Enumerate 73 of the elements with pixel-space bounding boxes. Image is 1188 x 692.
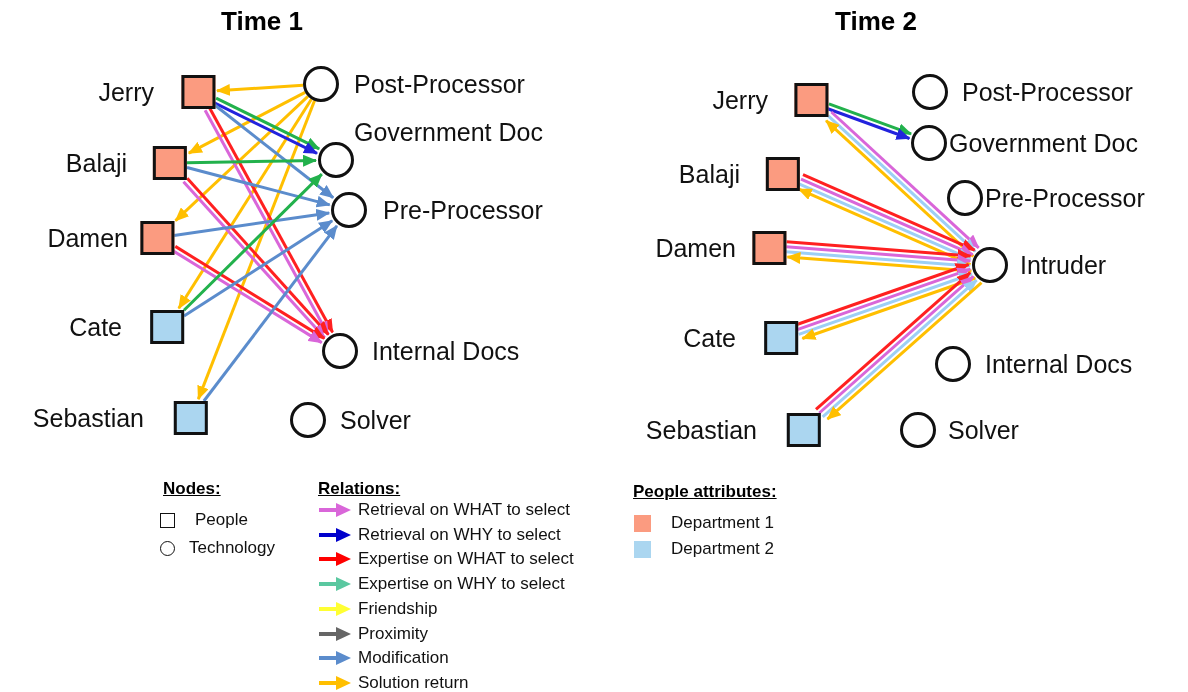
person-square <box>140 221 174 255</box>
person-name: Damen <box>47 223 128 253</box>
arrow <box>202 225 339 402</box>
arrow <box>786 245 972 266</box>
technology-circle <box>331 192 367 228</box>
technology-name: Solver <box>948 415 1019 445</box>
person-name: Jerry <box>712 85 768 115</box>
person-name: Balaji <box>678 159 740 189</box>
legend-text: Department 1 <box>671 513 774 533</box>
arrow <box>214 104 335 199</box>
arrow <box>173 208 331 237</box>
arrow <box>786 240 972 261</box>
person-name: Sebastian <box>32 403 144 433</box>
technology-name: Government Doc <box>354 117 543 147</box>
arrow <box>186 166 331 208</box>
arrow <box>182 173 323 312</box>
arrow <box>196 100 316 401</box>
panel-title: Time 1 <box>221 6 303 37</box>
technology-name: Post-Processor <box>354 69 525 99</box>
person-name: Sebastian <box>645 415 757 445</box>
arrow <box>183 219 334 318</box>
person-name: Jerry <box>98 77 154 107</box>
person-square <box>150 310 184 344</box>
legend-text: Solution return <box>358 672 469 692</box>
technology-circle <box>322 333 358 369</box>
person-square <box>764 321 798 355</box>
legend-text: Technology <box>189 538 275 558</box>
technology-circle <box>290 402 326 438</box>
technology-circle <box>318 142 354 178</box>
technology-circle <box>303 66 339 102</box>
legend-text: Friendship <box>358 598 438 619</box>
person-square <box>787 413 821 447</box>
person-name: Cate <box>69 312 122 342</box>
technology-circle <box>935 346 971 382</box>
technology-circle <box>900 412 936 448</box>
panel-title: Time 2 <box>835 6 917 37</box>
legend-text: Modification <box>358 648 449 669</box>
arrow <box>174 95 309 222</box>
technology-name: Internal Docs <box>985 349 1133 379</box>
legend-heading: Nodes: <box>163 479 221 499</box>
technology-circle <box>912 74 948 110</box>
person-square <box>752 231 786 265</box>
arrow <box>186 154 317 167</box>
technology-name: Solver <box>340 405 411 435</box>
legend-text: Retrieval on WHY to select <box>358 524 561 545</box>
legend-text: Expertise on WHY to select <box>358 574 565 595</box>
technology-circle <box>911 125 947 161</box>
legend-text: Retrieval on WHAT to select <box>358 500 570 520</box>
person-square <box>174 401 208 435</box>
legend-heading: Relations: <box>318 479 401 499</box>
technology-name: Intruder <box>1020 250 1107 280</box>
person-name: Damen <box>655 233 736 263</box>
legend-text: Expertise on WHAT to select <box>358 549 574 570</box>
legend-text: People <box>195 510 248 530</box>
person-square <box>181 75 215 109</box>
technology-name: Government Doc <box>949 128 1138 158</box>
legend-text: Proximity <box>358 623 428 644</box>
arrow <box>187 90 306 155</box>
person-square <box>766 157 800 191</box>
arrow <box>177 98 313 310</box>
technology-name: Post-Processor <box>962 77 1133 107</box>
technology-circle <box>972 247 1008 283</box>
technology-name: Pre-Processor <box>985 183 1145 213</box>
technology-circle <box>947 180 983 216</box>
legend-text: Department 2 <box>671 539 774 559</box>
legend-heading: People attributes: <box>633 482 777 502</box>
person-square <box>794 83 828 117</box>
person-name: Balaji <box>65 148 127 178</box>
technology-name: Internal Docs <box>372 336 520 366</box>
person-name: Cate <box>683 323 736 353</box>
technology-name: Pre-Processor <box>383 195 543 225</box>
person-square <box>153 146 187 180</box>
arrow <box>216 83 304 96</box>
